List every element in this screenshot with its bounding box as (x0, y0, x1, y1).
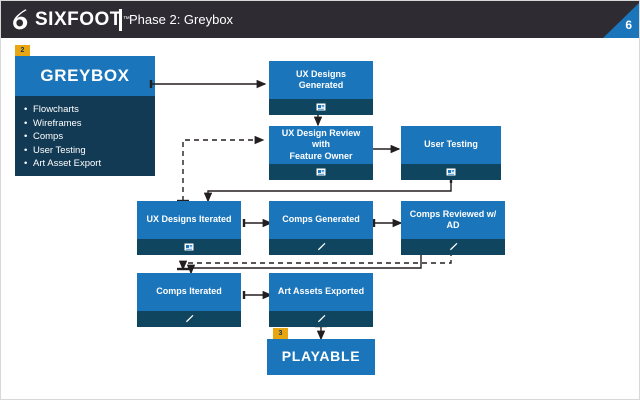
list-item: Flowcharts (24, 103, 155, 117)
node-label: UX Design Review with Feature Owner (281, 127, 361, 161)
node-label: UX Designs Iterated (146, 214, 232, 225)
node-footer (269, 311, 373, 327)
greybox-panel-title: GREYBOX (40, 66, 130, 85)
sixfoot-logo: SIXFOOT ™ (11, 8, 130, 31)
monitor-icon (316, 168, 326, 175)
phase-tag-2: 2 (15, 45, 30, 56)
greybox-deliverables-list: Flowcharts Wireframes Comps User Testing… (24, 103, 155, 171)
greybox-panel-body: Flowcharts Wireframes Comps User Testing… (15, 96, 155, 176)
greybox-panel-header: GREYBOX (15, 56, 155, 96)
node-body: User Testing (401, 126, 501, 164)
node-label: PLAYABLE (281, 348, 361, 365)
node-footer (401, 239, 505, 255)
node-footer (401, 164, 501, 180)
node-label: Comps Iterated (156, 286, 222, 297)
node-art-assets-exported[interactable]: Art Assets Exported (269, 273, 373, 327)
node-label: UX Designs Generated (295, 68, 346, 91)
node-label: User Testing (424, 139, 478, 150)
slide-page-number: 6 (625, 18, 632, 32)
node-ux-designs-generated[interactable]: UX Designs Generated (269, 61, 373, 115)
node-playable[interactable]: PLAYABLE (267, 339, 375, 375)
node-user-testing[interactable]: User Testing (401, 126, 501, 180)
pen-icon (449, 242, 458, 251)
pen-icon (317, 242, 326, 251)
node-footer (137, 311, 241, 327)
node-footer (269, 99, 373, 115)
greybox-panel: GREYBOX Flowcharts Wireframes Comps User… (15, 56, 155, 176)
node-body: UX Design Review with Feature Owner (269, 126, 373, 164)
list-item: User Testing (24, 144, 155, 158)
phase-tag-2-label: 2 (20, 46, 25, 54)
node-comps-reviewed-ad[interactable]: Comps Reviewed w/ AD (401, 201, 505, 255)
slide-header: SIXFOOT ™ Phase 2: Greybox 6 (1, 1, 639, 38)
phase-tag-3: 3 (273, 328, 288, 339)
monitor-icon (316, 103, 326, 110)
logo-wordmark: SIXFOOT (35, 9, 122, 30)
node-body: Comps Generated (269, 201, 373, 239)
node-label: Art Assets Exported (277, 286, 365, 297)
node-label: Comps Reviewed w/ AD (409, 208, 497, 231)
header-divider (119, 9, 122, 31)
list-item: Art Asset Export (24, 157, 155, 171)
node-body: UX Designs Generated (269, 61, 373, 99)
node-body: UX Designs Iterated (137, 201, 241, 239)
node-footer (269, 239, 373, 255)
pen-icon (317, 314, 326, 323)
phase-tag-3-label: 3 (278, 329, 283, 337)
node-ux-designs-iterated[interactable]: UX Designs Iterated (137, 201, 241, 255)
node-label: Comps Generated (282, 214, 360, 225)
node-body: Comps Iterated (137, 273, 241, 311)
monitor-icon (446, 168, 456, 175)
node-body: Art Assets Exported (269, 273, 373, 311)
monitor-icon (184, 243, 194, 250)
node-footer (137, 239, 241, 255)
node-footer (269, 164, 373, 180)
list-item: Comps (24, 130, 155, 144)
pen-icon (185, 314, 194, 323)
node-body: PLAYABLE (267, 339, 375, 375)
slide-title: Phase 2: Greybox (129, 12, 234, 27)
sixfoot-six-logo-icon (13, 9, 28, 30)
node-body: Comps Reviewed w/ AD (401, 201, 505, 239)
logo-trademark: ™ (122, 16, 130, 23)
node-comps-generated[interactable]: Comps Generated (269, 201, 373, 255)
node-ux-design-review[interactable]: UX Design Review with Feature Owner (269, 126, 373, 180)
list-item: Wireframes (24, 117, 155, 131)
node-comps-iterated[interactable]: Comps Iterated (137, 273, 241, 327)
corner-accent-triangle (603, 2, 639, 38)
